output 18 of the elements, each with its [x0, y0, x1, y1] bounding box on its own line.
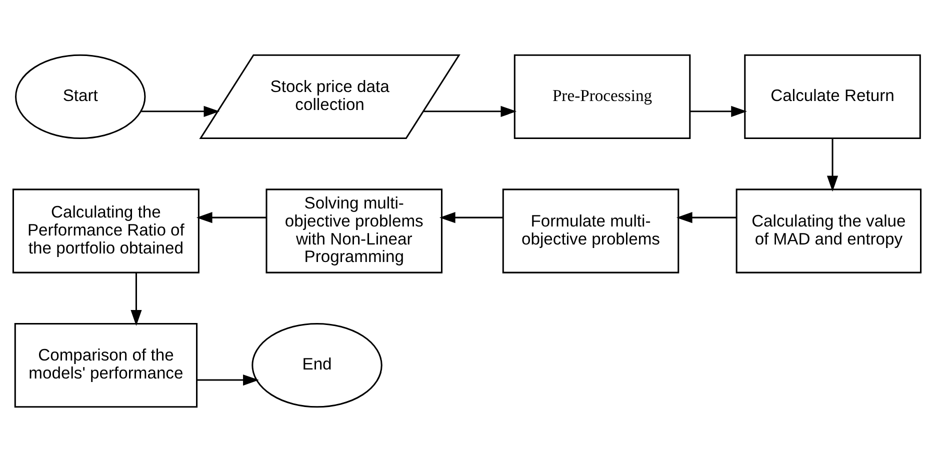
node-box: Formulate multi-objective problems	[502, 188, 680, 274]
node-ellipse: Start	[15, 54, 146, 140]
node-box: Calculating the value of MAD and entropy	[736, 188, 922, 274]
arrow	[130, 272, 142, 326]
arrow	[676, 212, 736, 224]
node-box: Comparison of the models' performance	[14, 322, 198, 408]
node-box: Calculating the Performance Ratio of the portfolio obtained	[12, 188, 200, 274]
node-ellipse: End	[252, 322, 382, 408]
node-box: Pre-Processing	[514, 54, 691, 140]
arrow	[197, 374, 259, 386]
node-box: Calculate Return	[744, 54, 921, 140]
arrow	[826, 138, 838, 192]
arrow	[424, 106, 517, 117]
node-box: Solving multi-objective problems with Non-Linear Programming	[266, 188, 442, 274]
arrow	[141, 106, 220, 117]
arrow	[439, 212, 503, 224]
arrow	[196, 212, 266, 224]
arrow	[690, 106, 747, 117]
